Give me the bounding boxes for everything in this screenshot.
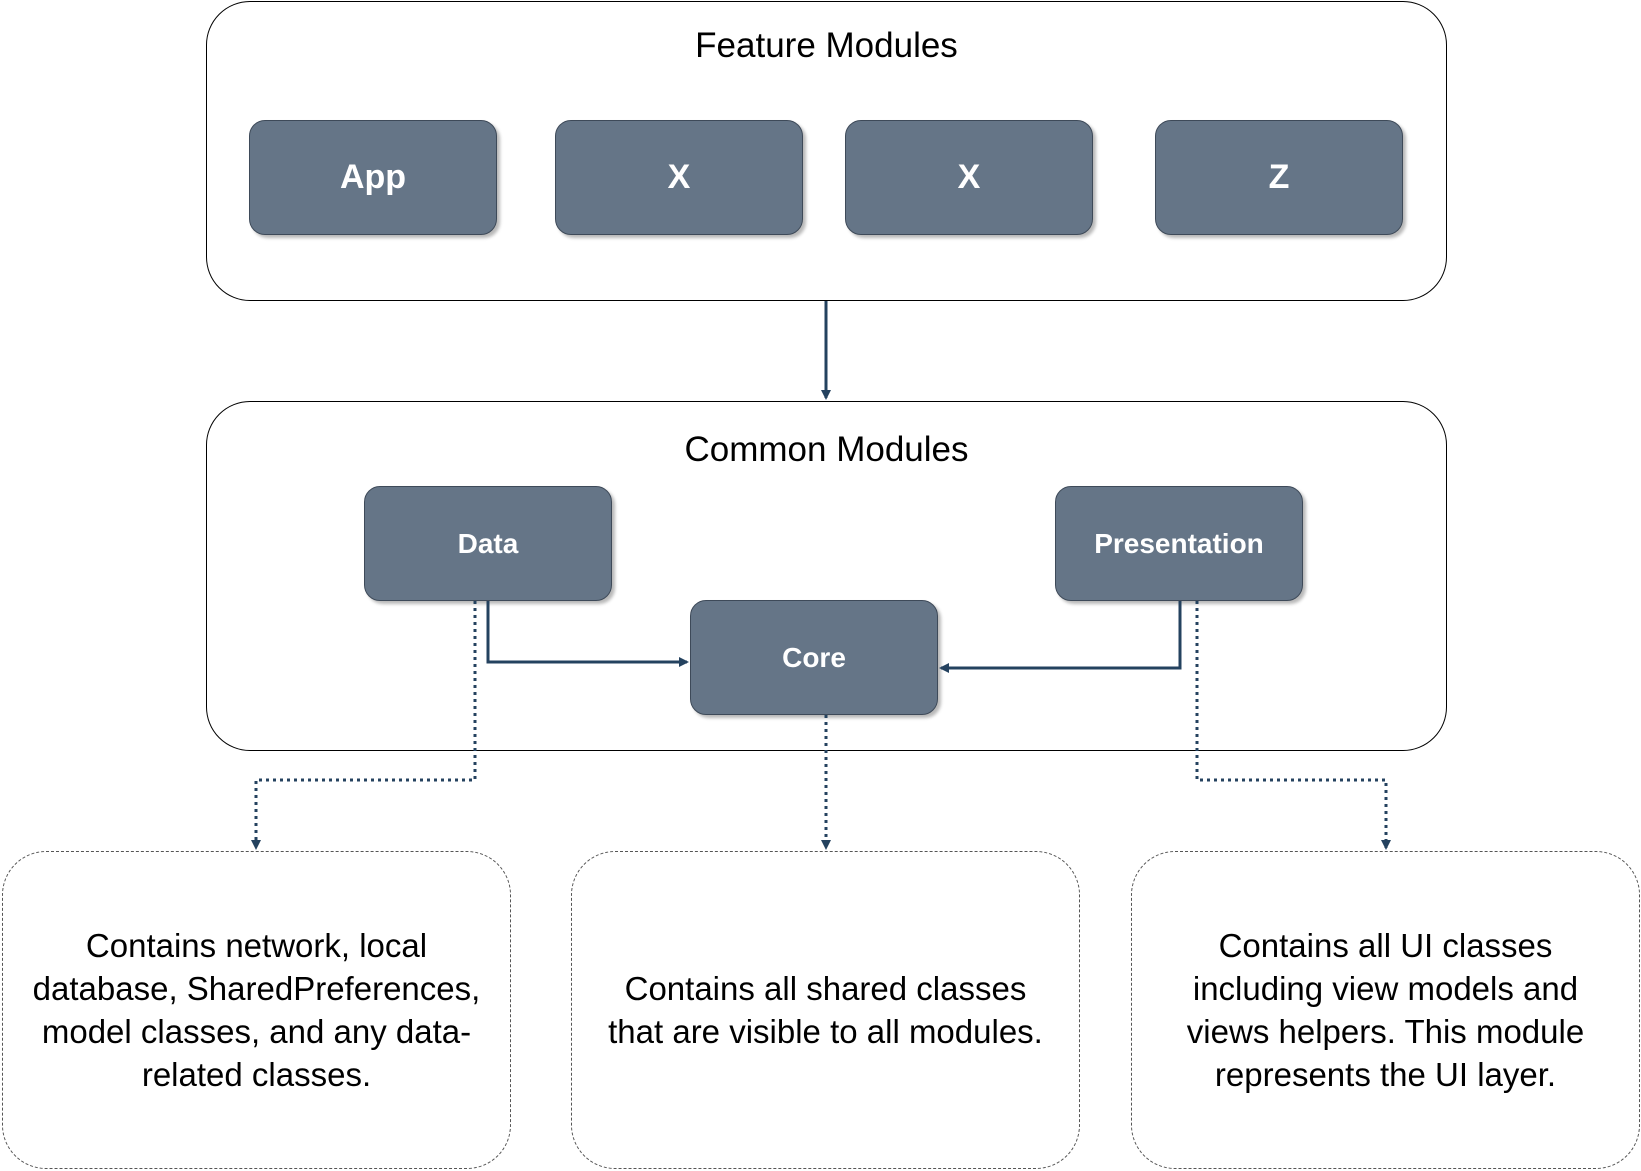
x-module-2[interactable]: X <box>845 120 1093 235</box>
data-description: Contains network, local database, Shared… <box>2 851 511 1169</box>
z-module[interactable]: Z <box>1155 120 1403 235</box>
app-module[interactable]: App <box>249 120 497 235</box>
feature-modules-title: Feature Modules <box>695 26 958 65</box>
data-module[interactable]: Data <box>364 486 612 601</box>
common-modules-title: Common Modules <box>684 430 969 469</box>
presentation-description: Contains all UI classes including view m… <box>1131 851 1640 1169</box>
x-module[interactable]: X <box>555 120 803 235</box>
core-module[interactable]: Core <box>690 600 938 715</box>
core-description: Contains all shared classes that are vis… <box>571 851 1080 1169</box>
presentation-module[interactable]: Presentation <box>1055 486 1303 601</box>
